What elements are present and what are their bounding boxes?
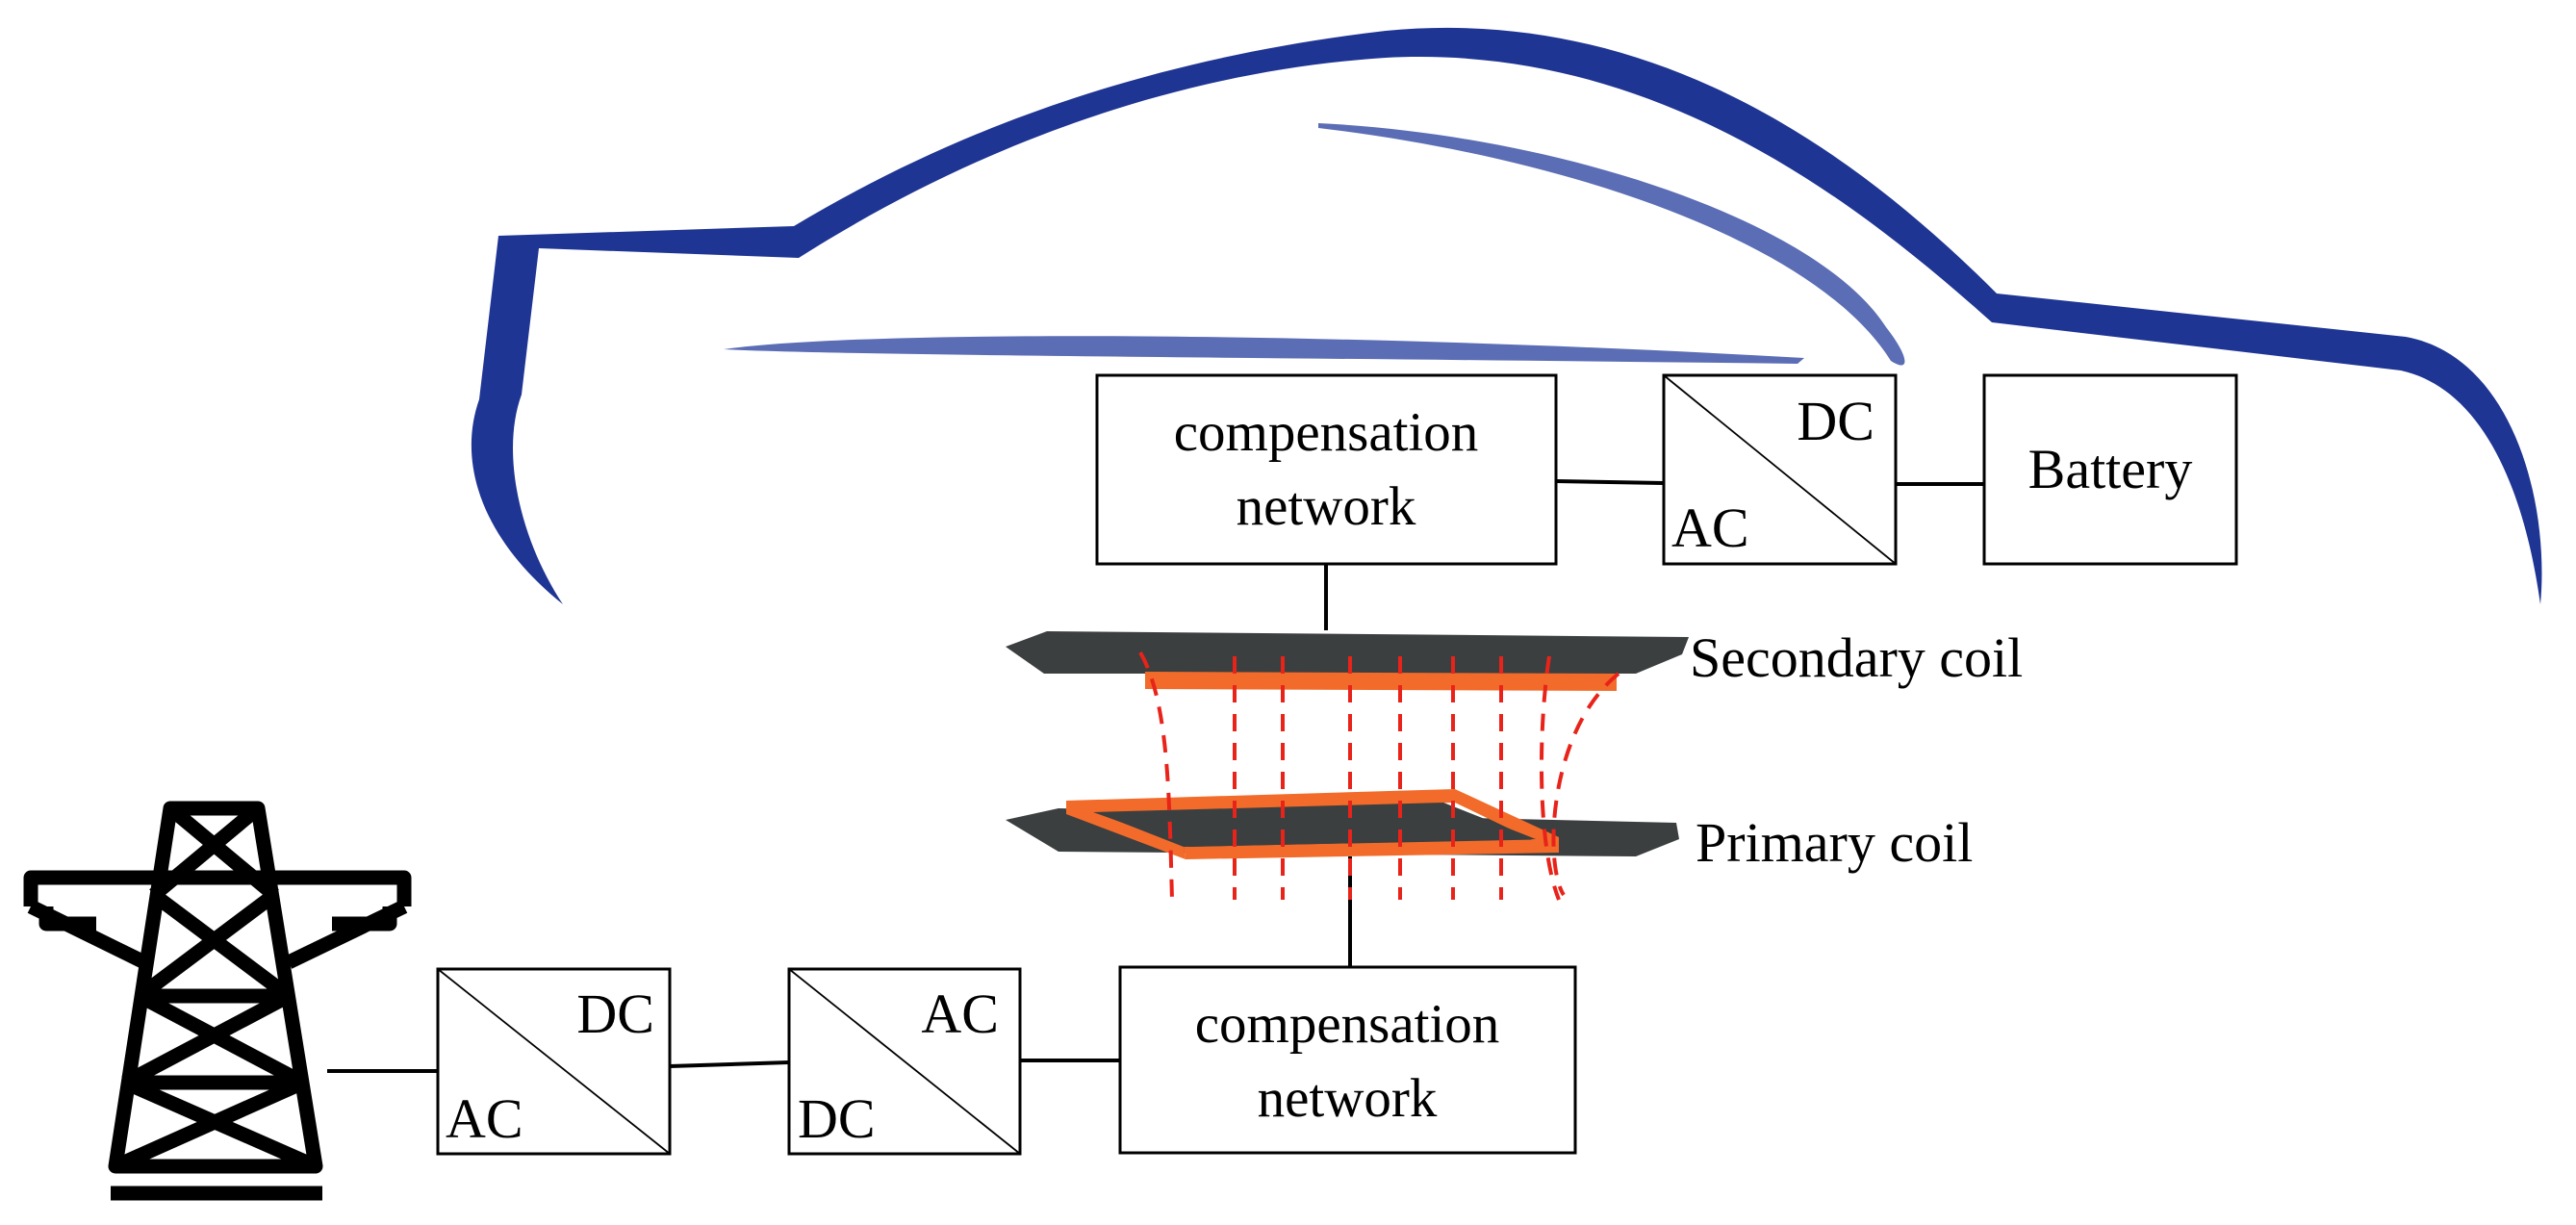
primary-coil — [1006, 789, 1679, 859]
secondary-coil-winding — [1145, 672, 1617, 691]
battery-label: Battery — [2028, 438, 2193, 500]
grid-rectifier-dc: DC — [576, 983, 654, 1045]
battery-block: Battery — [1982, 373, 2238, 566]
wire-comp-to-rectifier-top — [1555, 479, 1665, 485]
transmission-tower-icon — [23, 801, 412, 1201]
vehicle-rectifier-ac: AC — [1671, 497, 1749, 559]
primary-coil-winding — [1066, 789, 1559, 859]
connection-wires — [327, 479, 1984, 1073]
field-line — [1138, 651, 1174, 901]
vehicle-compensation-line1: compensation — [1174, 402, 1479, 463]
grid-compensation-line2: network — [1258, 1068, 1438, 1129]
field-line — [1551, 672, 1620, 897]
grid-compensation-network: compensation network — [1118, 965, 1577, 1155]
wire-rectifier-to-inverter — [669, 1060, 790, 1068]
grid-rectifier: DC AC — [436, 967, 672, 1156]
primary-coil-label: Primary coil — [1696, 811, 1973, 874]
grid-inverter-ac: AC — [921, 983, 999, 1045]
grid-rectifier-ac: AC — [446, 1087, 523, 1150]
magnetic-field-lines — [1138, 651, 1620, 901]
grid-inverter: AC DC — [787, 967, 1022, 1156]
car-body-stroke — [471, 27, 2542, 604]
car-outline — [471, 27, 2542, 604]
primary-coil-inner — [1093, 803, 1536, 847]
car-window-lower — [724, 336, 1804, 364]
car-window-upper — [1318, 123, 1905, 366]
secondary-coil-plate — [1006, 631, 1689, 674]
secondary-coil-label: Secondary coil — [1690, 626, 2023, 689]
grid-compensation-line1: compensation — [1195, 994, 1500, 1055]
secondary-coil — [1006, 631, 1689, 691]
vehicle-compensation-network: compensation network — [1095, 373, 1558, 566]
grid-inverter-dc: DC — [798, 1087, 876, 1150]
vehicle-rectifier-dc: DC — [1797, 390, 1875, 452]
vehicle-compensation-line2: network — [1237, 476, 1416, 537]
vehicle-rectifier: DC AC — [1662, 373, 1898, 566]
field-line — [1539, 655, 1561, 901]
